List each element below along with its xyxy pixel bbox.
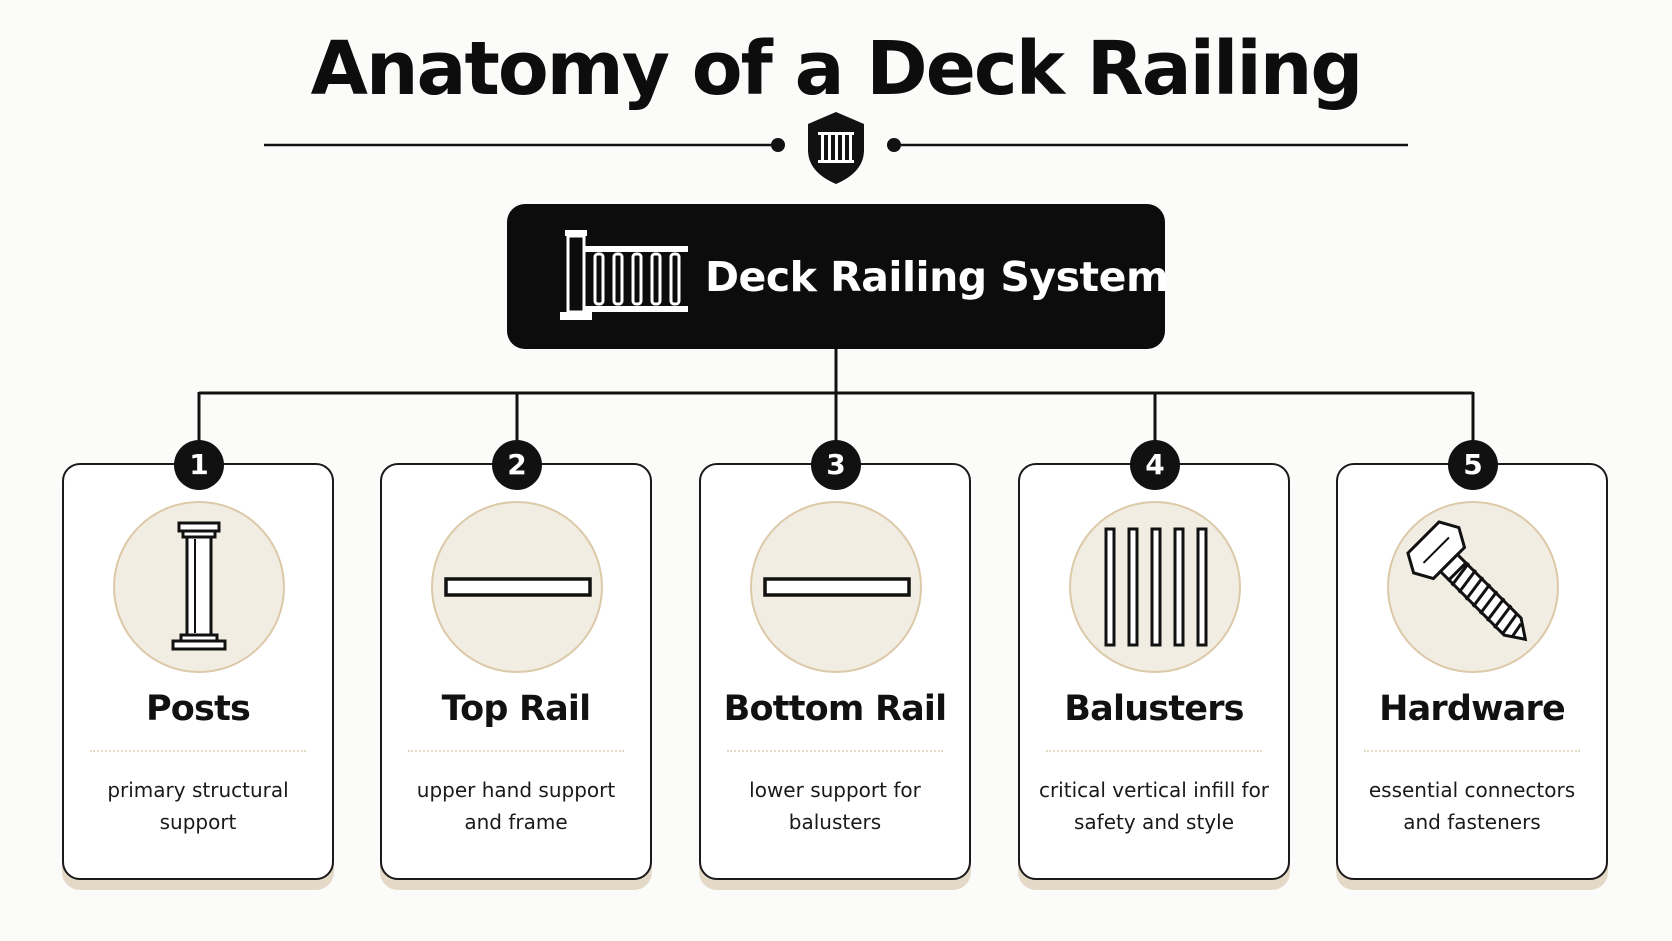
rail-bar-icon (444, 577, 592, 597)
card-icon-circle (750, 501, 922, 673)
title-divider (264, 112, 1408, 184)
step-badge-1: 1 (174, 440, 224, 490)
component-card-balusters: Balusters critical vertical infill for s… (1018, 463, 1290, 880)
card-description: essential connectors and fasteners (1368, 778, 1576, 834)
card-icon-circle (1387, 501, 1559, 673)
card-icon-circle (113, 501, 285, 673)
card-title: Hardware (1379, 689, 1566, 729)
component-card-top-rail: Top Rail upper hand support and frame (380, 463, 652, 880)
step-badge-4: 4 (1130, 440, 1180, 490)
step-badge-2: 2 (492, 440, 542, 490)
card-title: Balusters (1064, 689, 1244, 729)
component-card-bottom-rail: Bottom Rail lower support for balusters (699, 463, 971, 880)
card-icon-circle (1069, 501, 1241, 673)
card-separator (1364, 750, 1580, 752)
balusters-icon (1104, 527, 1208, 647)
card-icon-circle (431, 501, 603, 673)
component-card-hardware: Hardware essential connectors and fasten… (1336, 463, 1608, 880)
bolt-icon (1406, 520, 1528, 642)
railing-icon (560, 230, 688, 320)
step-badge-3: 3 (811, 440, 861, 490)
card-separator (1046, 750, 1262, 752)
card-description: primary structural support (107, 778, 289, 834)
rail-bar-icon (763, 577, 911, 597)
post-icon (171, 521, 227, 651)
card-separator (90, 750, 306, 752)
step-badge-5: 5 (1448, 440, 1498, 490)
shield-railing-icon (808, 112, 864, 184)
card-description: upper hand support and frame (416, 778, 616, 834)
card-separator (727, 750, 943, 752)
tree-connectors (197, 349, 1475, 442)
root-node: Deck Railing System (507, 204, 1169, 349)
card-title: Bottom Rail (723, 689, 947, 729)
component-card-posts: Posts primary structural support (62, 463, 334, 880)
card-separator (408, 750, 624, 752)
card-title: Posts (145, 689, 251, 729)
card-description: critical vertical infill for safety and … (1038, 778, 1270, 834)
card-description: lower support for balusters (749, 778, 921, 834)
page-title: Anatomy of a Deck Railing (310, 26, 1364, 112)
card-title: Top Rail (441, 689, 591, 729)
root-label: Deck Railing System (705, 253, 1169, 301)
